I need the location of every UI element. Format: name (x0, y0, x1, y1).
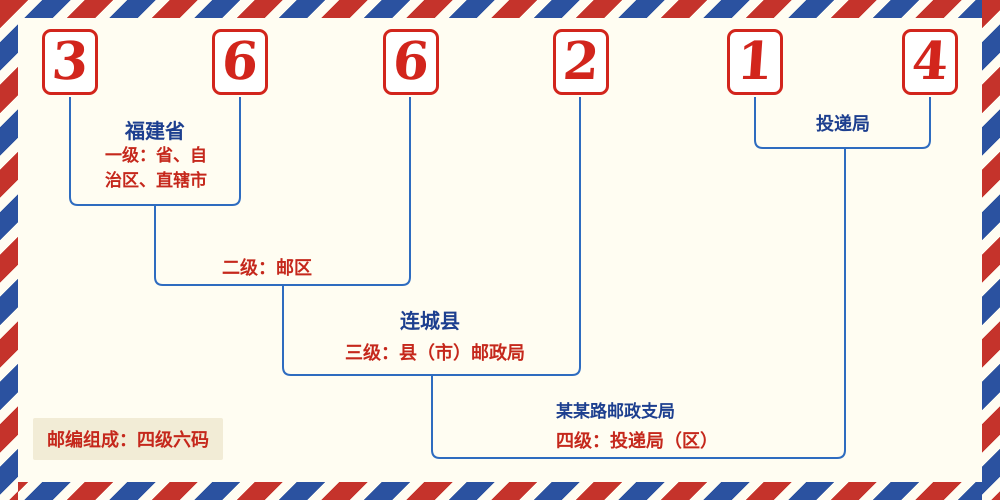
county-name-label: 连城县 (400, 311, 460, 333)
bracket-delivery-line (754, 97, 931, 149)
airmail-border-top (0, 0, 1000, 18)
digit-box-3: 6 (383, 29, 439, 95)
airmail-border-left (0, 0, 18, 500)
level1-label: 一级：省、自治区、直辖市 (105, 146, 207, 190)
level4-label: 四级：投递局（区） (556, 431, 718, 451)
delivery-office-label: 投递局 (816, 114, 870, 134)
digit-6: 4 (909, 31, 951, 92)
digit-3: 6 (390, 31, 432, 92)
airmail-border-bottom (0, 482, 1000, 500)
digit-box-4: 2 (553, 29, 609, 95)
digit-1: 3 (49, 31, 91, 92)
level2-label: 二级：邮区 (222, 258, 312, 278)
digit-box-2: 6 (212, 29, 268, 95)
province-name-label: 福建省 (125, 121, 185, 143)
digit-box-6: 4 (902, 29, 958, 95)
digit-box-5: 1 (727, 29, 783, 95)
airmail-border-right (982, 0, 1000, 500)
digit-box-1: 3 (42, 29, 98, 95)
bracket-level4-line (431, 148, 846, 459)
branch-name-label: 某某路邮政支局 (556, 402, 675, 421)
level3-label: 三级：县（市）邮政局 (345, 343, 525, 363)
digit-4: 2 (560, 31, 602, 92)
digit-5: 1 (734, 31, 776, 92)
footer-note: 邮编组成：四级六码 (33, 418, 223, 460)
digit-2: 6 (219, 31, 261, 92)
